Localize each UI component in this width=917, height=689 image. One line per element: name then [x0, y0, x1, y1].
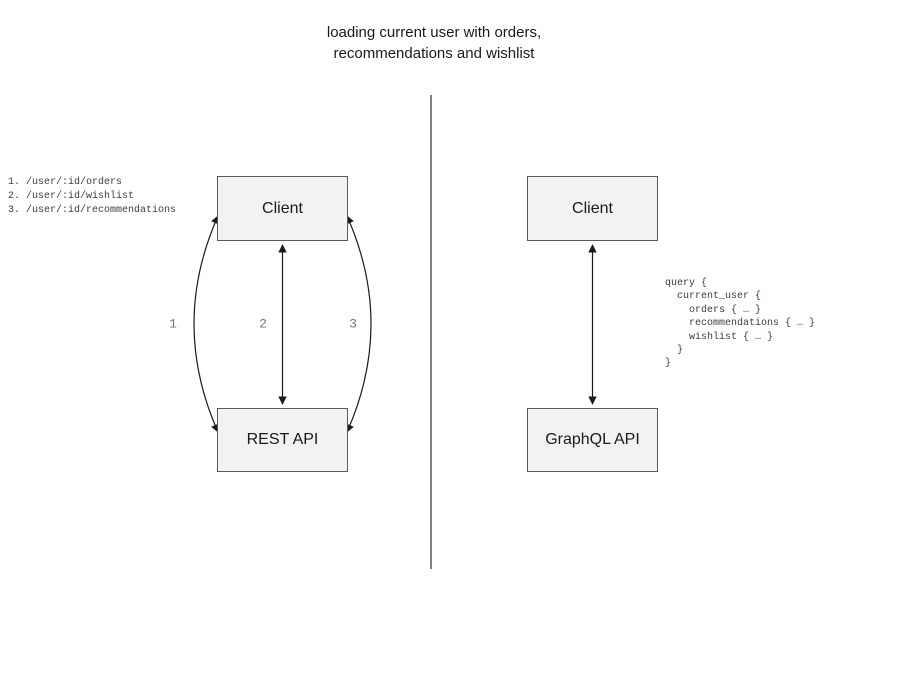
panel-divider-line	[430, 95, 432, 569]
diagram-title-line-2: recommendations and wishlist	[333, 45, 535, 62]
rest-endpoint-recommendations: 3. /user/:id/recommendations	[8, 205, 177, 216]
graphql-query-line: current_user {	[665, 291, 762, 303]
graphql-client-node-label: Client	[572, 199, 613, 217]
arrow-label-2: 2	[259, 316, 267, 332]
arrow-label-3: 3	[349, 316, 357, 332]
graphql-query-line: }	[665, 358, 672, 370]
graphql-query-line: }	[665, 345, 684, 357]
graphql-query-line: wishlist { … }	[665, 331, 774, 343]
rest-api-node: REST API	[217, 408, 348, 472]
diagram-title-line-1: loading current user with orders,	[326, 24, 542, 41]
graphql-query-line: query {	[665, 278, 708, 289]
graphql-client-node: Client	[527, 176, 658, 241]
graphql-api-node: GraphQL API	[527, 408, 658, 472]
rest-client-node-label: Client	[262, 199, 303, 217]
rest-arrow-1-curve-left	[193, 215, 219, 433]
graphql-query-line: orders { … }	[665, 304, 762, 316]
arrow-label-1: 1	[169, 316, 177, 332]
rest-client-node: Client	[217, 176, 348, 241]
graphql-api-node-label: GraphQL API	[545, 431, 640, 448]
graphql-query-code: query { current_user { orders { … } reco…	[665, 277, 815, 371]
graphql-query-line: recommendations { … }	[665, 318, 816, 330]
rest-endpoint-list: 1. /user/:id/orders 2. /user/:id/wishlis…	[8, 176, 176, 218]
rest-api-node-label: REST API	[246, 431, 319, 448]
rest-endpoint-orders: 1. /user/:id/orders	[8, 177, 123, 188]
diagram-title: loading current user with orders, recomm…	[327, 22, 541, 64]
rest-endpoint-wishlist: 2. /user/:id/wishlist	[8, 191, 135, 202]
